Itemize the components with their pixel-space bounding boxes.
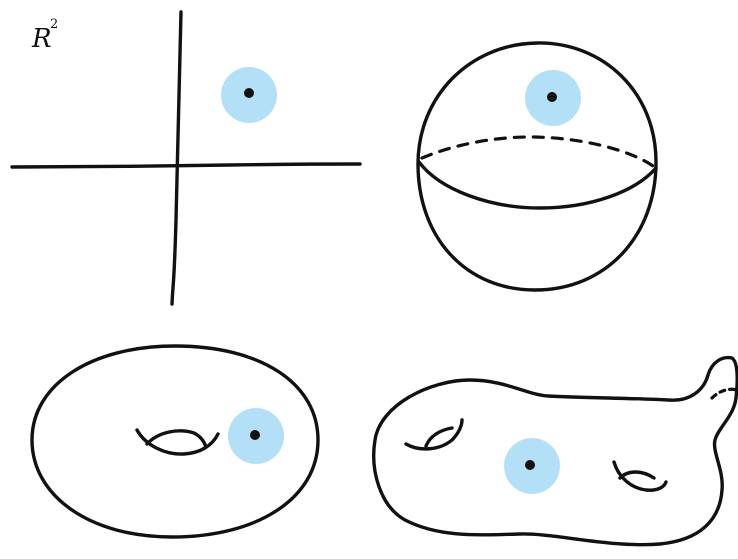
torus-panel [32, 346, 318, 537]
plane-label-exponent: 2 [50, 17, 58, 32]
plane-label: R [31, 24, 52, 54]
genus-two-panel [374, 358, 737, 545]
sphere-equator-front [419, 162, 656, 208]
genus-two-point [525, 460, 535, 470]
vertical-axis [172, 12, 181, 304]
sphere-point [547, 92, 557, 102]
genus-two-hole-right-upper [620, 472, 654, 478]
sphere-equator-back [422, 137, 653, 166]
plane-panel: R 2 [12, 12, 360, 304]
sphere-panel [418, 43, 656, 290]
torus-hole-upper [147, 431, 206, 447]
plane-point [244, 88, 254, 98]
genus-two-handle-dashed [712, 389, 737, 398]
horizontal-axis [12, 164, 360, 167]
torus-point [250, 430, 260, 440]
